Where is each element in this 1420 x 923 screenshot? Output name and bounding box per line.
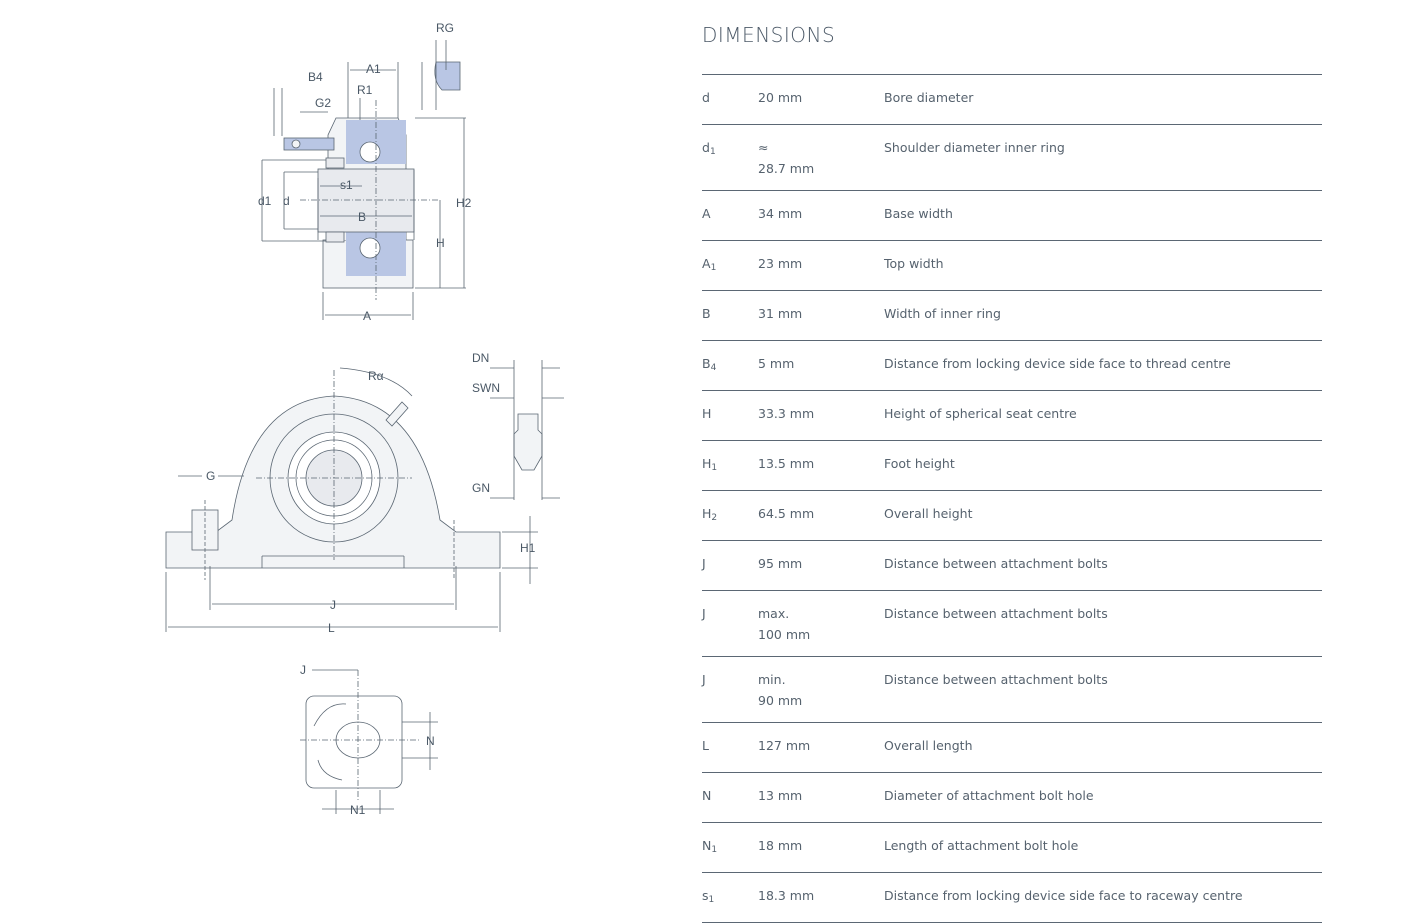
dimension-row: J max.100 mm Distance between attachment… [702, 591, 1322, 657]
label-gn: GN [472, 481, 490, 495]
dimension-value: 127 mm [758, 738, 811, 753]
dimension-symbol: L [702, 738, 709, 753]
dimension-value: 18 mm [758, 838, 803, 853]
label-g2: G2 [315, 96, 331, 110]
bearing-unit-drawing: RG A1 B4 G2 R1 d1 d s1 B H2 H A [150, 0, 590, 860]
dimensions-table: d 20 mm Bore diameter d1 ≈28.7 mm Should… [702, 74, 1322, 923]
dimension-row: J min.90 mm Distance between attachment … [702, 657, 1322, 723]
dimension-row: d 20 mm Bore diameter [702, 75, 1322, 125]
dimension-symbol: d [702, 90, 710, 105]
dimension-description: Length of attachment bolt hole [884, 838, 1079, 853]
dimension-symbol: H2 [702, 506, 718, 523]
dimension-description: Distance between attachment bolts [884, 606, 1108, 621]
dimension-description: Distance between attachment bolts [884, 672, 1108, 687]
dimension-row: B4 5 mm Distance from locking device sid… [702, 341, 1322, 391]
label-d1: d1 [258, 194, 272, 208]
dimension-symbol: N [702, 788, 712, 803]
label-b4: B4 [308, 70, 323, 84]
dimension-value: 13.5 mm [758, 456, 815, 471]
dimension-value: 64.5 mm [758, 506, 815, 521]
dimension-symbol: N1 [702, 838, 718, 855]
side-section-view [261, 40, 466, 320]
dimension-description: Top width [884, 256, 944, 271]
dimension-description: Diameter of attachment bolt hole [884, 788, 1094, 803]
dimension-row: H2 64.5 mm Overall height [702, 491, 1322, 541]
dimension-description: Overall length [884, 738, 973, 753]
dimension-description: Shoulder diameter inner ring [884, 140, 1065, 155]
dimension-value: 23 mm [758, 256, 803, 271]
dimension-row: H 33.3 mm Height of spherical seat centr… [702, 391, 1322, 441]
dimension-row: s1 18.3 mm Distance from locking device … [702, 873, 1322, 923]
dimension-description: Base width [884, 206, 953, 221]
label-swn: SWN [472, 381, 500, 395]
dimension-row: L 127 mm Overall length [702, 723, 1322, 773]
dimension-description: Distance from locking device side face t… [884, 888, 1243, 903]
label-n1: N1 [350, 803, 366, 817]
dimension-row: J 95 mm Distance between attachment bolt… [702, 541, 1322, 591]
dimension-row: B 31 mm Width of inner ring [702, 291, 1322, 341]
label-b: B [358, 210, 366, 224]
dimensions-panel: DIMENSIONS d 20 mm Bore diameter d1 ≈28.… [702, 22, 1322, 923]
dimension-value: min.90 mm [758, 672, 803, 708]
dimension-description: Distance between attachment bolts [884, 556, 1108, 571]
label-r1: R1 [357, 83, 373, 97]
dimension-row: A1 23 mm Top width [702, 241, 1322, 291]
dimension-description: Height of spherical seat centre [884, 406, 1077, 421]
dimension-description: Foot height [884, 456, 955, 471]
dimension-row: d1 ≈28.7 mm Shoulder diameter inner ring [702, 125, 1322, 191]
label-h: H [436, 236, 445, 250]
dimension-value: 18.3 mm [758, 888, 815, 903]
label-h2: H2 [456, 196, 472, 210]
dimension-value: 33.3 mm [758, 406, 815, 421]
label-l: L [328, 621, 335, 635]
dimensions-title: DIMENSIONS [702, 23, 836, 47]
dimension-value: 20 mm [758, 90, 803, 105]
dimension-symbol: d1 [702, 140, 716, 157]
dimension-row: H1 13.5 mm Foot height [702, 441, 1322, 491]
dimension-row: N1 18 mm Length of attachment bolt hole [702, 823, 1322, 873]
dimension-description: Overall height [884, 506, 973, 521]
dimension-symbol: s1 [702, 888, 715, 905]
dimension-value: 13 mm [758, 788, 803, 803]
dimension-description: Distance from locking device side face t… [884, 356, 1231, 371]
foot-detail-view [300, 669, 438, 814]
label-n: N [426, 734, 435, 748]
dimension-value: 5 mm [758, 356, 795, 371]
label-rg: RG [436, 21, 454, 35]
dimension-symbol: B4 [702, 356, 717, 373]
drawing-svg: RG A1 B4 G2 R1 d1 d s1 B H2 H A [165, 21, 564, 817]
dimension-description: Width of inner ring [884, 306, 1001, 321]
dimension-symbol: A1 [702, 256, 717, 273]
label-dn: DN [472, 351, 489, 365]
label-j-detail: J [300, 663, 306, 677]
label-a: A [363, 309, 371, 323]
dimension-symbol: H1 [702, 456, 718, 473]
label-j: J [330, 598, 336, 612]
dimension-row: N 13 mm Diameter of attachment bolt hole [702, 773, 1322, 823]
dimension-symbol: B [702, 306, 711, 321]
label-h1: H1 [520, 541, 536, 555]
dimension-description: Bore diameter [884, 90, 974, 105]
dimension-value: 31 mm [758, 306, 803, 321]
label-a1: A1 [366, 62, 381, 76]
dimension-row: A 34 mm Base width [702, 191, 1322, 241]
dimension-symbol: J [702, 672, 706, 687]
label-s1: s1 [340, 178, 353, 192]
dimension-value: max.100 mm [758, 606, 811, 642]
front-view [165, 360, 564, 632]
dimension-value: 95 mm [758, 556, 803, 571]
dimension-symbol: J [702, 606, 706, 621]
dimension-value: ≈28.7 mm [758, 140, 815, 176]
label-g: G [206, 469, 215, 483]
label-ra: Rα [368, 369, 384, 383]
label-d: d [283, 194, 290, 208]
dimension-symbol: A [702, 206, 711, 221]
dimension-symbol: J [702, 556, 706, 571]
dimension-value: 34 mm [758, 206, 803, 221]
dimension-symbol: H [702, 406, 712, 421]
